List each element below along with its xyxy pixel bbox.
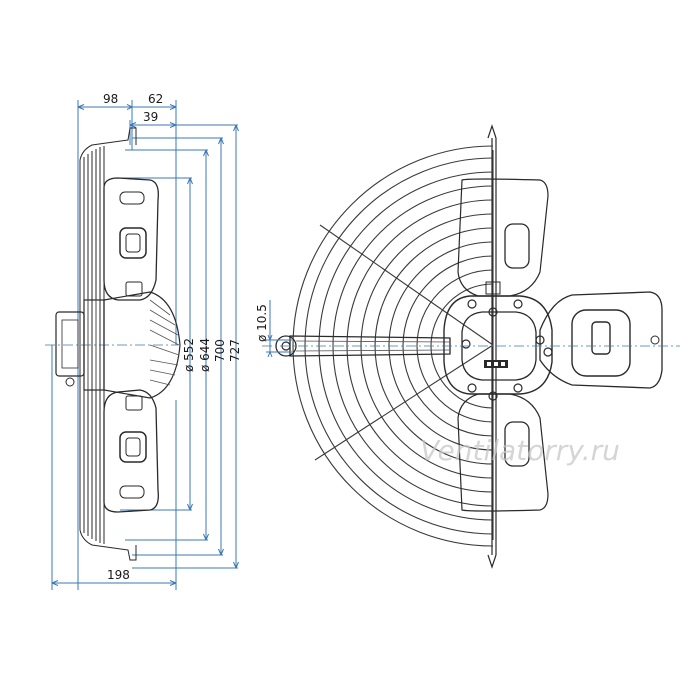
front-blade-upper: [457, 178, 549, 297]
dim-62-label: 62: [148, 92, 163, 106]
front-guard-spokes: [314, 150, 494, 540]
dim-198-label: 198: [107, 568, 130, 582]
front-mounting-arm: [275, 335, 451, 357]
front-blade-lower: [457, 393, 549, 512]
guard-ring: [388, 241, 494, 451]
hole-dimension: [266, 300, 292, 358]
front-blade-right: [539, 291, 663, 389]
dim-644-label: ø 644: [198, 338, 212, 372]
bolt-icon: [488, 307, 498, 317]
bottom-dimension-line: [51, 345, 177, 590]
side-view: 98 62 39 ø 552 ø 644 700 727: [45, 92, 242, 590]
dim-552-label: ø 552: [182, 338, 196, 372]
dim-39-label: 39: [143, 110, 158, 124]
side-blade-lower: [103, 389, 159, 513]
guard-ring: [332, 185, 494, 507]
front-mounting-edge: [487, 124, 497, 569]
dim-700-label: 700: [213, 339, 227, 362]
dim-98-label: 98: [103, 92, 118, 106]
front-motor-hub: [443, 281, 553, 401]
dim-10-5-label: ø 10.5: [255, 304, 269, 342]
side-blade-upper: [103, 177, 159, 301]
front-view: ø 10.5: [255, 124, 680, 569]
vertical-dimension-lines: [120, 124, 239, 569]
side-motor: [55, 291, 181, 399]
dim-727-label: 727: [228, 339, 242, 362]
watermark: Ventilatorry.ru: [420, 434, 620, 467]
